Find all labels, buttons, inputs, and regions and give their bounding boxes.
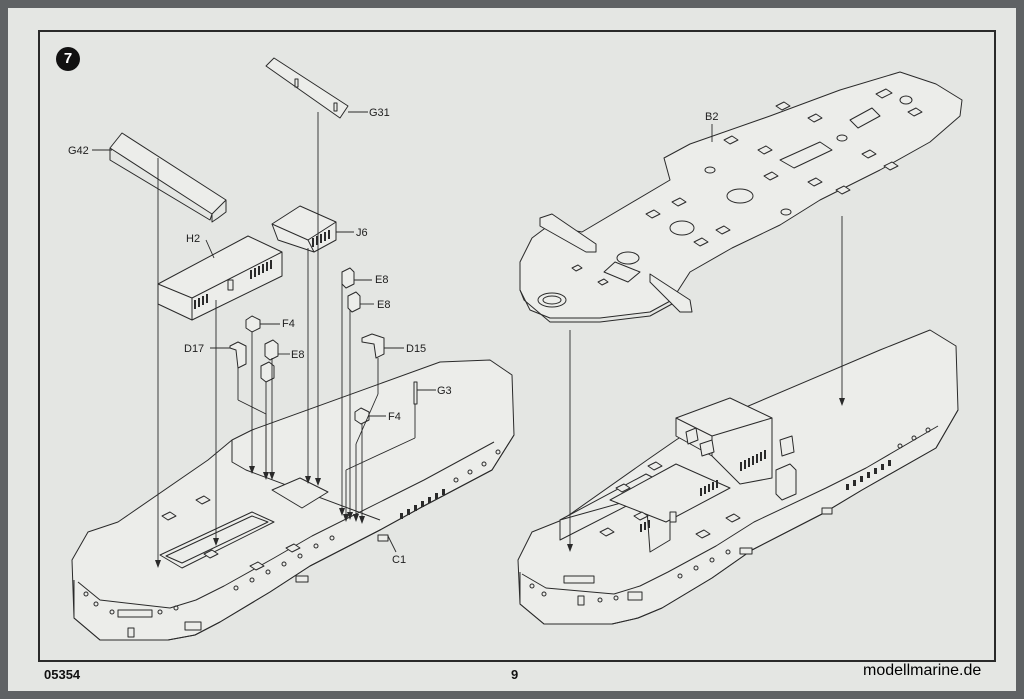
part-e8-b — [347, 291, 361, 313]
step-frame — [38, 30, 996, 662]
label-e8-b: E8 — [377, 299, 391, 311]
label-g3: G3 — [437, 385, 452, 397]
product-code: 05354 — [44, 667, 81, 682]
part-h2 — [157, 235, 283, 321]
watermark-text: modellmarine.de — [863, 662, 982, 679]
part-f4-a — [245, 315, 261, 333]
label-f4-a: F4 — [282, 318, 295, 330]
label-f4-b: F4 — [388, 411, 401, 423]
label-j6: J6 — [356, 227, 368, 239]
part-g3 — [413, 381, 418, 405]
part-g42 — [109, 132, 227, 223]
part-e8-c — [264, 339, 279, 361]
label-g42: G42 — [68, 145, 89, 157]
label-g31: G31 — [369, 107, 390, 119]
hull-assembled — [517, 329, 959, 625]
step-number-badge: 7 — [56, 47, 80, 71]
hull-part-c1 — [71, 359, 515, 641]
part-d15 — [361, 333, 385, 359]
label-d17: D17 — [184, 343, 205, 355]
label-h2: H2 — [186, 233, 201, 245]
page-number: 9 — [511, 667, 519, 682]
part-j6 — [271, 205, 337, 253]
part-e8-a — [341, 267, 355, 289]
part-e8-d — [260, 361, 275, 383]
label-d15: D15 — [406, 343, 427, 355]
part-f4-b — [354, 407, 370, 425]
label-c1: C1 — [392, 554, 407, 566]
label-b2: B2 — [705, 111, 719, 123]
label-e8-a: E8 — [375, 274, 389, 286]
part-d17 — [229, 341, 247, 369]
label-e8-c: E8 — [291, 349, 305, 361]
part-g31 — [265, 57, 349, 119]
deck-part-b2 — [519, 71, 963, 323]
